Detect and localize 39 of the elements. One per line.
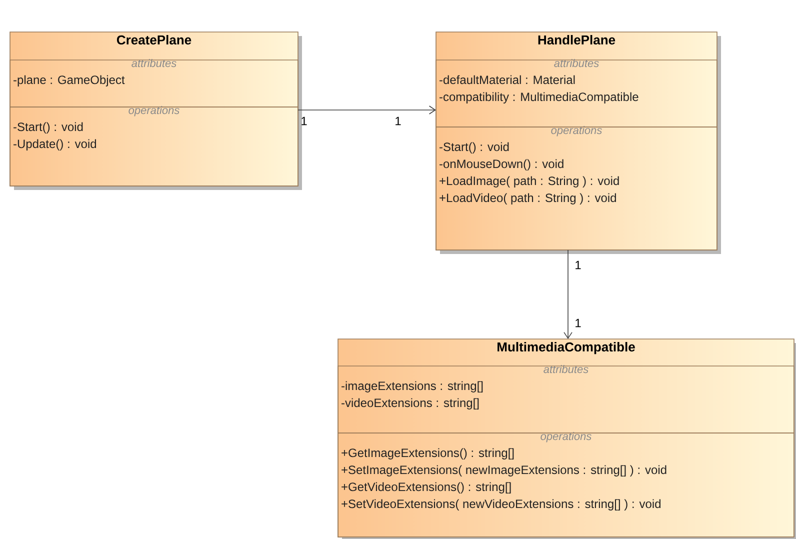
class-box [436, 32, 721, 254]
class-name: CreatePlane [116, 35, 192, 45]
member-text: +LoadVideo( path : String ) : void [440, 193, 616, 204]
member-text: -compatibility : MultimediaCompatible [440, 92, 638, 104]
association-arrow [564, 250, 572, 339]
member-text: +GetImageExtensions() : string[] [342, 448, 514, 460]
compartment [338, 432, 794, 538]
member-text: +SetImageExtensions( newImageExtensions : string[] ) : void [342, 465, 666, 476]
association-arrow [298, 106, 436, 114]
compartment-heading: operations [128, 106, 180, 116]
compartment [10, 106, 298, 186]
member-text: -imageExtensions : string[] [342, 381, 483, 392]
multiplicity-label: 1 [576, 318, 581, 328]
class-name: HandlePlane [538, 35, 616, 45]
member-text: -defaultMaterial : Material [440, 75, 575, 84]
class-box [338, 338, 796, 539]
compartment-heading: attributes [544, 365, 588, 374]
compartment [436, 126, 718, 250]
member-text: +SetVideoExtensions( newVideoExtensions : string[] ) : void [342, 499, 660, 510]
member-text: -Update() : void [14, 139, 96, 150]
member-text: -Start() : void [440, 142, 509, 154]
compartment-heading: operations [551, 126, 602, 136]
compartment [10, 59, 298, 108]
compartment-heading: operations [540, 432, 592, 442]
member-text: -onMouseDown() : void [440, 159, 564, 170]
multiplicity-label: 1 [302, 116, 307, 126]
multiplicity-label: 1 [576, 260, 581, 270]
class-name: MultimediaCompatible [498, 342, 635, 354]
compartment [436, 59, 718, 128]
multiplicity-label: 1 [396, 116, 401, 126]
class-box [10, 32, 302, 190]
member-text: +GetVideoExtensions() : string[] [342, 482, 511, 494]
compartment-heading: attributes [132, 59, 176, 68]
member-text: +LoadImage( path : String ) : void [440, 176, 619, 188]
member-text: -plane : GameObject [14, 75, 125, 86]
member-text: -Start() : void [14, 122, 83, 134]
compartment-heading: attributes [554, 59, 599, 68]
member-text: -videoExtensions : string[] [342, 398, 479, 410]
compartment [338, 365, 794, 434]
